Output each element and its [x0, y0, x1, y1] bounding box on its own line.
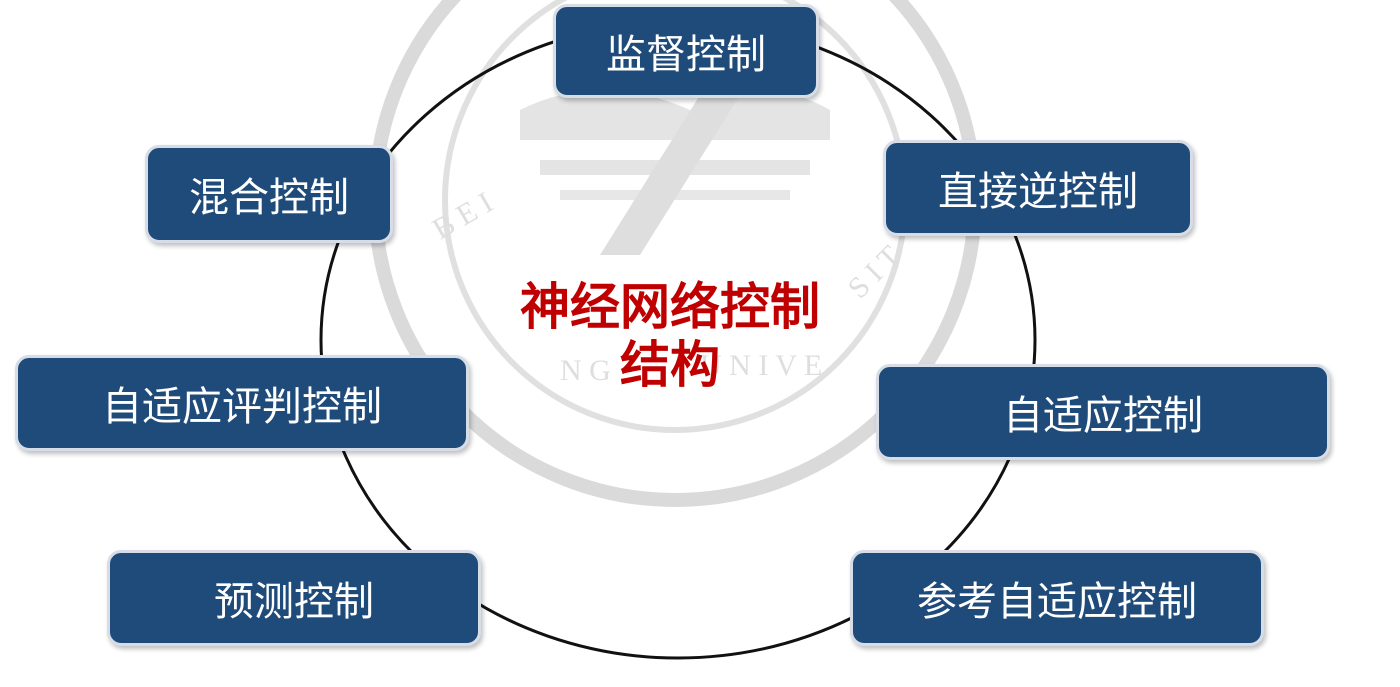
node-predictive-control[interactable]: 预测控制	[107, 550, 481, 646]
university-seal-watermark: B E I N G U N I V E S I T	[368, 0, 982, 507]
node-adaptive-critic-control[interactable]: 自适应评判控制	[15, 355, 469, 451]
svg-text:N G: N G	[560, 354, 611, 387]
center-title-line2: 结构	[620, 336, 720, 394]
center-title: 神经网络控制 结构	[470, 278, 870, 394]
node-supervised-control[interactable]: 监督控制	[553, 4, 819, 98]
node-model-reference-adaptive-control[interactable]: 参考自适应控制	[850, 550, 1264, 646]
node-adaptive-control[interactable]: 自适应控制	[876, 364, 1330, 460]
svg-text:U N I V E: U N I V E	[700, 349, 822, 382]
svg-text:B E I: B E I	[427, 186, 498, 246]
center-title-line1: 神经网络控制	[520, 278, 820, 336]
node-direct-inverse-control[interactable]: 直接逆控制	[883, 140, 1193, 236]
node-hybrid-control[interactable]: 混合控制	[145, 145, 393, 243]
